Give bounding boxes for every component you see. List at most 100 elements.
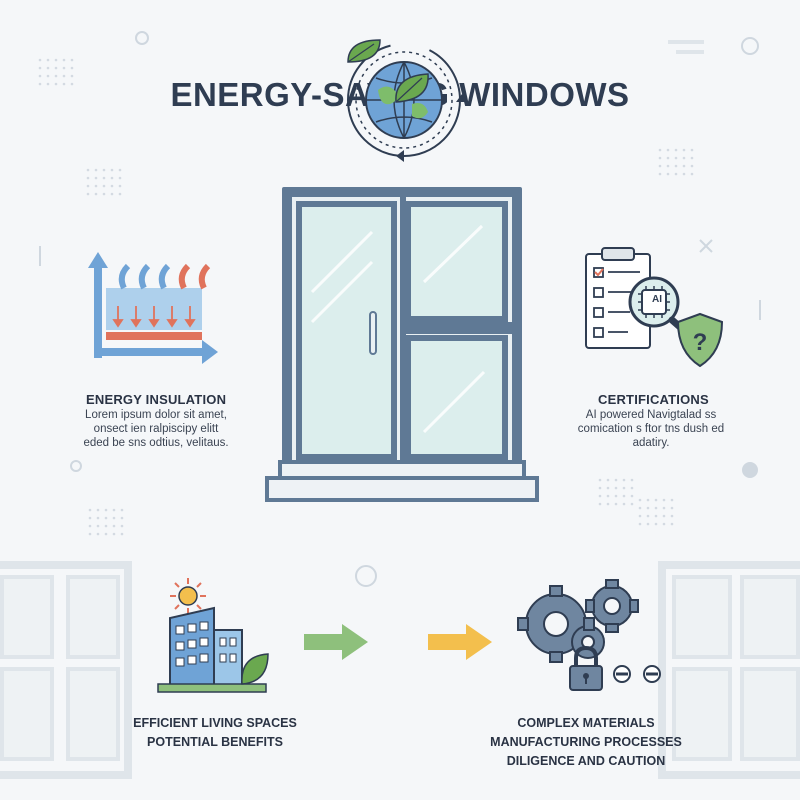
decor-dot xyxy=(670,514,674,518)
decor-dot xyxy=(96,524,100,528)
decor-dot xyxy=(630,486,634,490)
decor-dot xyxy=(654,506,658,510)
decor-dot xyxy=(110,176,114,180)
decor-dot xyxy=(54,66,58,70)
decor-dot xyxy=(112,532,116,536)
decor-dot xyxy=(622,478,626,482)
decor-dot xyxy=(110,184,114,188)
decor-dot xyxy=(70,74,74,78)
decor-dot xyxy=(682,164,686,168)
decor-dot xyxy=(682,148,686,152)
decor-dot xyxy=(104,532,108,536)
decor-dot xyxy=(54,74,58,78)
green-arrow-icon xyxy=(304,624,368,660)
decor-dot xyxy=(666,148,670,152)
decor-dot xyxy=(62,82,66,86)
decor-dot xyxy=(86,168,90,172)
decor-dot xyxy=(38,66,42,70)
decor-dot xyxy=(70,82,74,86)
decor-dot xyxy=(94,176,98,180)
gear-icon xyxy=(517,579,639,663)
decor-dot xyxy=(646,506,650,510)
decor-dot xyxy=(662,506,666,510)
decor-dot xyxy=(94,184,98,188)
decor-dot xyxy=(120,516,124,520)
decor-dot xyxy=(606,478,610,482)
decor-dot xyxy=(666,172,670,176)
decor-dot xyxy=(598,502,602,506)
decor-dot xyxy=(46,58,50,62)
decor-dot xyxy=(46,66,50,70)
decor-dot xyxy=(674,164,678,168)
ai-chip-label: AI xyxy=(652,294,662,305)
decor-dot xyxy=(662,522,666,526)
background-window-left xyxy=(0,561,132,779)
decor-dot xyxy=(614,486,618,490)
decor-dot xyxy=(638,514,642,518)
decor-dot xyxy=(614,478,618,482)
decor-dot xyxy=(70,58,74,62)
decor-dot xyxy=(62,66,66,70)
main-window xyxy=(265,187,539,502)
decor-dot xyxy=(690,164,694,168)
decor-dot xyxy=(118,184,122,188)
clipboard-icon xyxy=(585,247,651,349)
decor-dot xyxy=(646,498,650,502)
decor-dot xyxy=(606,494,610,498)
decor-dot xyxy=(638,506,642,510)
decor-dot xyxy=(70,66,74,70)
decor-dot xyxy=(666,156,670,160)
insulation-heading: ENERGY INSULATION xyxy=(86,392,227,407)
decor-dot xyxy=(120,524,124,528)
decor-dot xyxy=(62,74,66,78)
decor-dot xyxy=(638,498,642,502)
decor-dot xyxy=(690,172,694,176)
decor-dot xyxy=(102,192,106,196)
benefits-text: EFFICIENT LIVING SPACES POTENTIAL BENEFI… xyxy=(133,716,297,749)
decor-dot xyxy=(104,516,108,520)
decor-dot xyxy=(670,506,674,510)
decor-dot xyxy=(658,172,662,176)
decor-dot xyxy=(682,156,686,160)
decor-dot xyxy=(654,514,658,518)
decor-dot xyxy=(662,498,666,502)
decor-dot xyxy=(120,508,124,512)
decor-dot xyxy=(630,502,634,506)
decor-dot xyxy=(96,508,100,512)
decor-dot xyxy=(666,164,670,168)
decor-dot xyxy=(646,522,650,526)
decor-dot xyxy=(638,522,642,526)
decor-dot xyxy=(690,148,694,152)
decor-dot xyxy=(96,532,100,536)
eye-icon xyxy=(613,665,661,683)
decor-dot xyxy=(606,486,610,490)
decor-dot xyxy=(88,532,92,536)
decor-dot xyxy=(102,184,106,188)
decor-dot xyxy=(94,168,98,172)
decor-dot xyxy=(96,516,100,520)
decor-dot xyxy=(86,192,90,196)
decor-dot xyxy=(674,156,678,160)
decor-dot xyxy=(54,58,58,62)
decor-dot xyxy=(54,82,58,86)
decor-dot xyxy=(46,74,50,78)
shield-icon: ? xyxy=(676,312,724,368)
decor-dot xyxy=(94,192,98,196)
certifications-heading: CERTIFICATIONS xyxy=(598,392,709,407)
background-window-right xyxy=(658,561,800,779)
decor-dot xyxy=(88,516,92,520)
building-icon xyxy=(157,606,269,693)
decor-dot xyxy=(658,156,662,160)
certifications-text: AI powered Navigtalad ss comication s ft… xyxy=(577,409,725,449)
decor-dot xyxy=(110,168,114,172)
decor-dot xyxy=(670,522,674,526)
decor-dot xyxy=(118,176,122,180)
sun-icon xyxy=(170,578,206,614)
decor-dot xyxy=(658,164,662,168)
challenges-text: COMPLEX MATERIALS MANUFACTURING PROCESSE… xyxy=(490,716,682,768)
leaf-icon xyxy=(347,39,381,63)
decor-dot xyxy=(86,176,90,180)
decor-dot xyxy=(614,494,618,498)
svg-text:?: ? xyxy=(693,329,708,356)
